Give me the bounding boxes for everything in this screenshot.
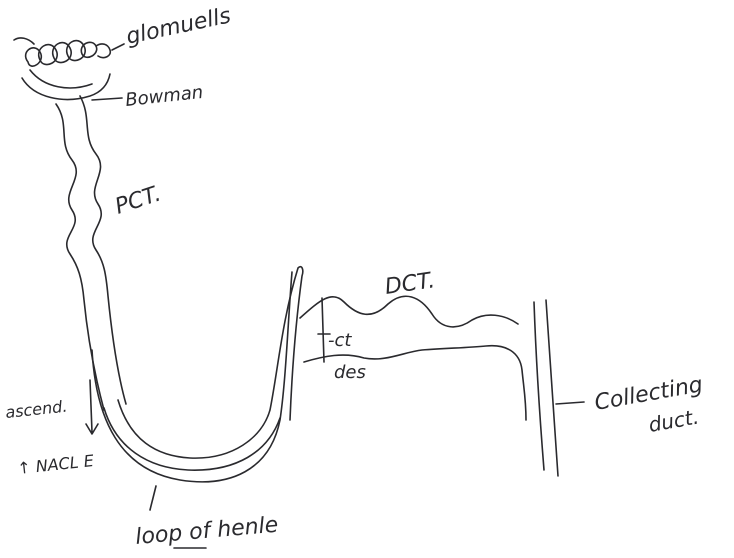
pct-right-wall: [80, 96, 126, 404]
collecting-duct-leader-line: [556, 402, 584, 404]
des-label: des: [334, 362, 366, 383]
loop-of-henle-outer: [92, 272, 292, 482]
dct-upper-wall: [300, 296, 518, 327]
glomerulus-coils: [14, 38, 110, 66]
bowman-capsule-inner: [30, 70, 92, 88]
ct-label: -ct: [328, 330, 352, 351]
pct-left-wall: [56, 104, 104, 410]
dct-label: DCT.: [383, 268, 436, 300]
glomerulus-label: glomuells: [124, 3, 233, 50]
glomerulus-leader-line: [112, 44, 124, 50]
collecting-label-line2: duct.: [647, 405, 701, 437]
loop-bottom-wall: [104, 408, 280, 470]
collecting-duct-left-wall: [534, 302, 544, 470]
nacl-label: ↑ NACL E: [16, 451, 95, 478]
collecting-duct-right-wall: [546, 300, 558, 476]
bowman-capsule: [22, 74, 110, 99]
bowman-label: Bowman: [124, 82, 204, 111]
ct-divider-line: [322, 298, 324, 362]
bowman-leader-line: [92, 98, 122, 100]
pct-label: PCT.: [112, 182, 164, 220]
loop-label-tick: [150, 486, 156, 510]
ascend-label: ascend.: [4, 397, 68, 422]
loop-of-henle-label: loop of henle: [134, 513, 279, 550]
